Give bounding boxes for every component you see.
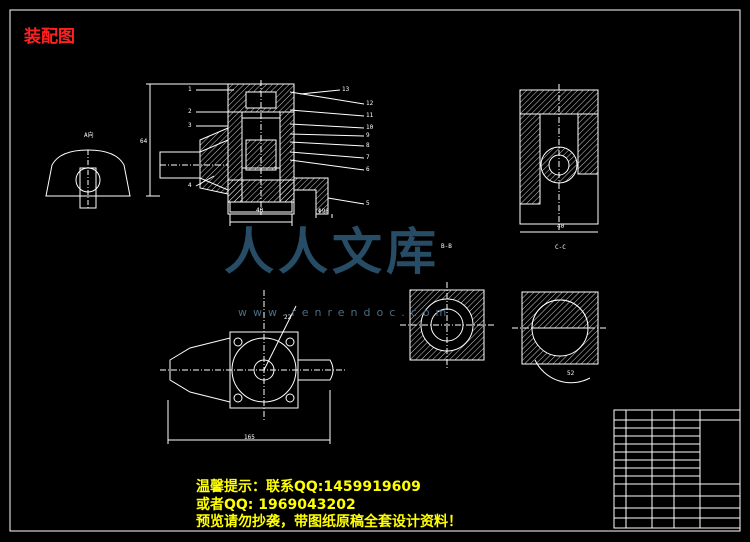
dimension-width-side: 40: [557, 223, 565, 230]
view-main-section: [146, 80, 365, 226]
dimension-plan-diameter: 22: [284, 314, 292, 321]
part-number: 12: [366, 100, 374, 107]
view-a-direction: [45, 149, 131, 210]
view-section-c: [512, 291, 608, 384]
notice-line-1: 温馨提示：联系QQ:1459919609: [196, 479, 421, 495]
watermark-url: www.renrendoc.com: [238, 306, 453, 319]
dimension-width-main: 40: [256, 207, 264, 214]
part-number: 3: [188, 122, 192, 129]
part-number: 5: [366, 200, 370, 207]
part-number: 9: [366, 132, 370, 139]
label-a-direction: A向: [84, 132, 94, 139]
drawing-title: 装配图: [24, 27, 75, 47]
label-section-b: B-B: [441, 243, 452, 250]
part-number: 4: [188, 182, 192, 189]
dimension-height: 64: [140, 138, 148, 145]
part-number: 6: [366, 166, 370, 173]
title-block: [613, 409, 741, 529]
dimension-plan-length: 165: [244, 434, 255, 441]
view-section-b: [400, 282, 494, 368]
watermark-logo: 人人文库: [224, 222, 440, 281]
part-number: 13: [342, 86, 350, 93]
part-number: 8: [366, 142, 370, 149]
part-number: 1: [188, 86, 192, 93]
label-section-c: C-C: [555, 244, 566, 251]
notice-line-2: 或者QQ: 1969043202: [196, 497, 356, 513]
part-number: 2: [188, 108, 192, 115]
part-number: 11: [366, 112, 374, 119]
view-side: [519, 84, 599, 233]
notice-line-3: 预览请勿抄袭，带图纸原稿全套设计资料！: [196, 514, 462, 530]
dimension-section-c-angle: 52: [567, 370, 575, 377]
part-number: 10: [366, 124, 374, 131]
part-number: 7: [366, 154, 370, 161]
drawing-frame: [9, 9, 741, 532]
dimension-bracket: Φ90: [318, 208, 329, 215]
view-plan: [160, 290, 345, 444]
